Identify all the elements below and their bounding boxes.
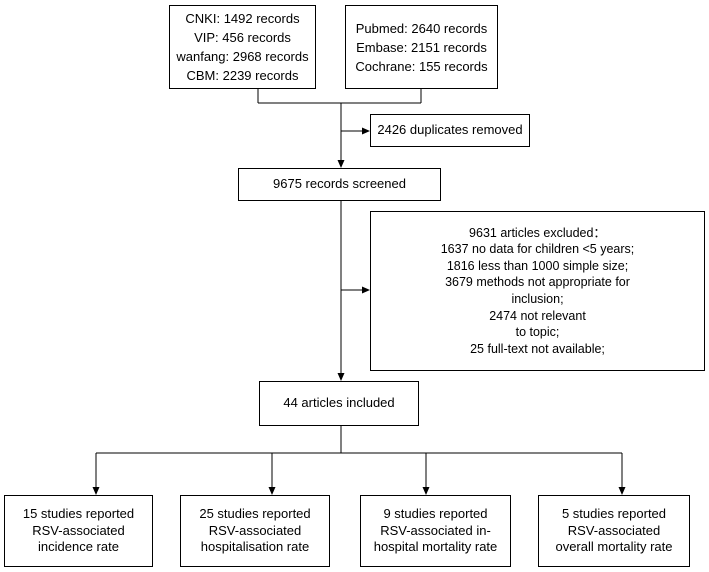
outcome-line: RSV-associated in-	[380, 522, 491, 538]
records-screened-box: 9675 records screened	[238, 168, 441, 201]
database-record-count: Pubmed: 2640 records	[355, 20, 488, 36]
exclusion-reason: to topic;	[515, 325, 560, 340]
exclusion-reason: 25 full-text not available;	[470, 341, 605, 356]
articles-excluded-box: 9631 articles excluded： 1637 no data for…	[370, 211, 705, 371]
duplicates-removed-box: 2426 duplicates removed	[370, 114, 530, 147]
exclusion-reason: 2474 not relevant	[489, 308, 586, 323]
database-record-count: CNKI: 1492 records	[185, 11, 300, 26]
outcome-incidence-box: 15 studies reported RSV-associated incid…	[4, 495, 153, 567]
database-record-count: Embase: 2151 records	[356, 39, 487, 55]
outcome-line: RSV-associated	[208, 522, 302, 538]
outcome-line: 15 studies reported	[22, 506, 135, 522]
exclusion-reason: inclusion;	[511, 292, 564, 306]
excluded-heading: 9631 articles excluded：	[469, 225, 606, 240]
outcome-hospitalisation-box: 25 studies reported RSV-associated hospi…	[180, 495, 330, 567]
outcome-line: hospitalisation rate	[200, 539, 310, 555]
database-record-count: Cochrane: 155 records	[355, 58, 488, 74]
outcome-line: overall mortality rate	[555, 539, 673, 555]
duplicates-removed-label: 2426 duplicates removed	[377, 122, 523, 138]
outcome-overall-mortality-box: 5 studies reported RSV-associated overal…	[538, 495, 690, 567]
chinese-databases-box: CNKI: 1492 records VIP: 456 records wanf…	[169, 5, 316, 89]
outcome-line: 25 studies reported	[199, 506, 311, 522]
records-screened-label: 9675 records screened	[273, 176, 406, 192]
outcome-line: incidence rate	[38, 539, 119, 555]
outcome-line: RSV-associated	[32, 522, 125, 538]
database-record-count: CBM: 2239 records	[186, 68, 299, 83]
outcome-line: 5 studies reported	[561, 506, 667, 522]
articles-included-box: 44 articles included	[259, 381, 419, 426]
database-record-count: wanfang: 2968 records	[176, 49, 309, 64]
exclusion-reason: 1816 less than 1000 simple size;	[446, 258, 629, 273]
database-record-count: VIP: 456 records	[194, 30, 291, 45]
articles-included-label: 44 articles included	[283, 395, 395, 411]
outcome-line: hospital mortality rate	[373, 539, 498, 555]
exclusion-reason: 1637 no data for children <5 years;	[440, 242, 635, 257]
english-databases-box: Pubmed: 2640 records Embase: 2151 record…	[345, 5, 498, 89]
outcome-line: RSV-associated	[567, 522, 661, 538]
exclusion-reason: 3679 methods not appropriate for	[445, 275, 630, 290]
outcome-line: 9 studies reported	[383, 506, 488, 522]
outcome-in-hospital-mortality-box: 9 studies reported RSV-associated in- ho…	[360, 495, 511, 567]
